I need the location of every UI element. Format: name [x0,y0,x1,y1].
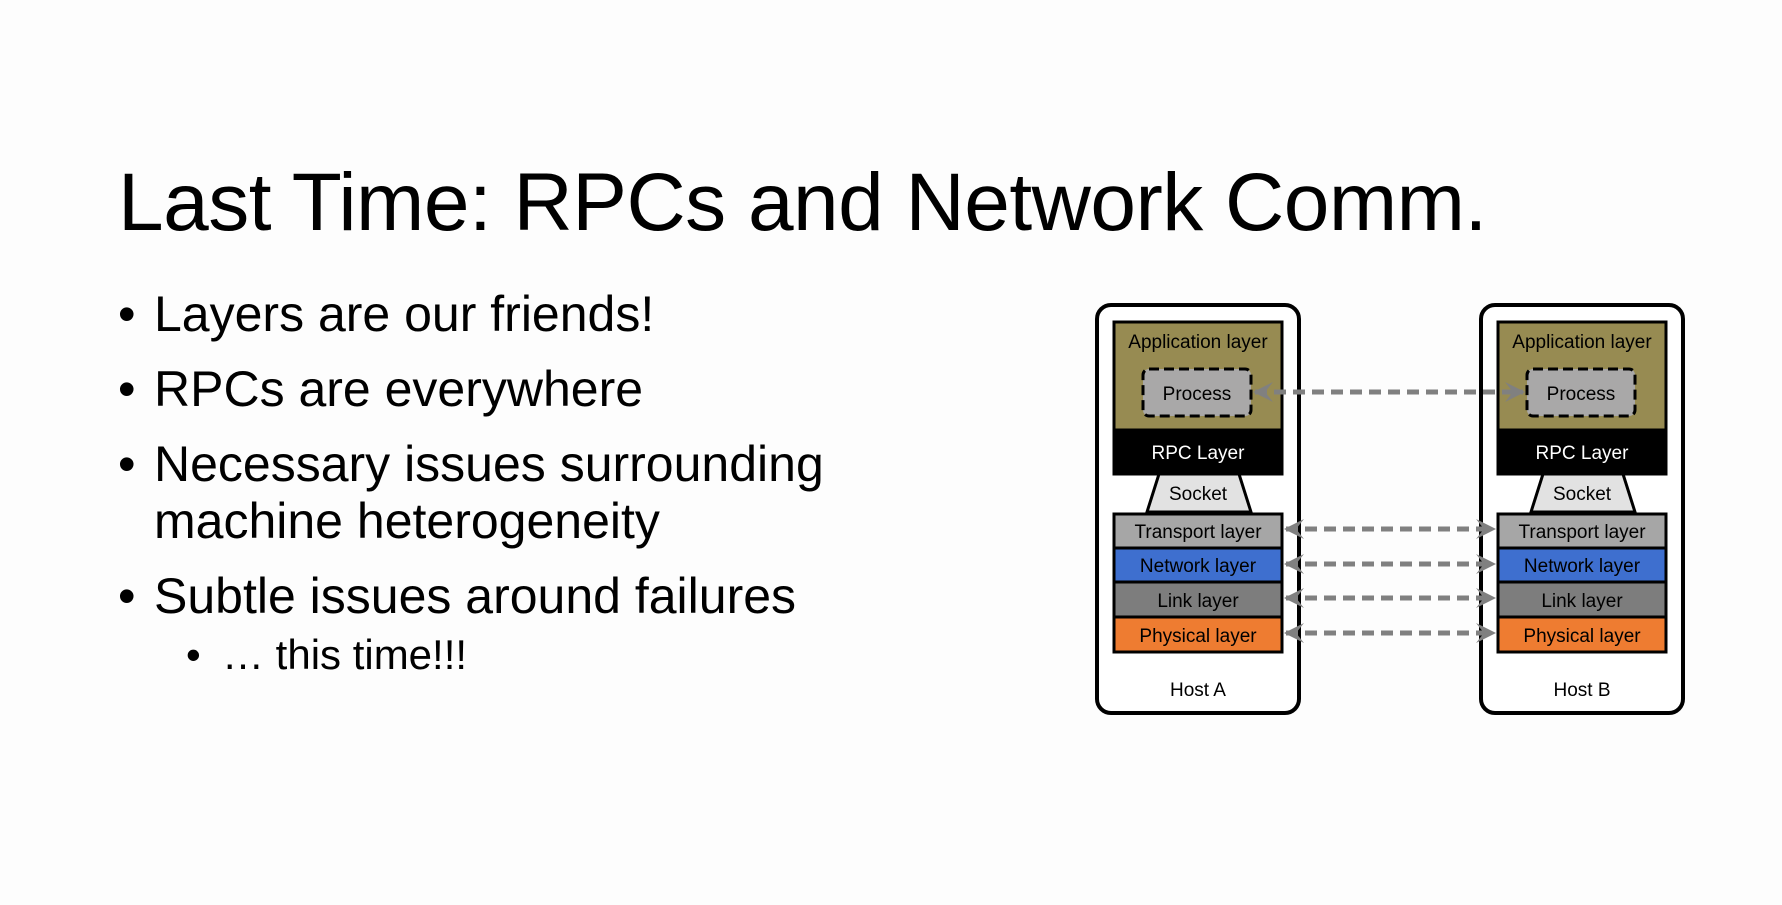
host-a-process [1141,367,1253,418]
host-a-application-label: Application layer [1128,332,1268,353]
bullet-item: • Layers are our friends! [118,286,938,343]
bullet-glyph: • [118,568,136,624]
bullet-glyph: • [118,361,136,417]
host-a-rpc-layer [1112,428,1284,476]
bullet-glyph: • [118,286,136,342]
host-a-name: Host A [1170,680,1226,701]
host-b-network-label: Network layer [1524,556,1641,577]
host-a-process-label: Process [1163,384,1232,405]
bullet-item: • RPCs are everywhere [118,361,938,418]
host-b-rpc-label: RPC Layer [1536,443,1630,464]
host-b-transport-layer [1496,512,1668,550]
sub-bullet-text: … this time!!! [222,631,468,678]
host-b-process [1525,367,1637,418]
host-b-link-label: Link layer [1541,591,1623,612]
bullet-text: Layers are our friends! [154,286,655,342]
host-a-physical-label: Physical layer [1139,626,1257,647]
host-a: Application layer Process RPC Layer Sock… [1095,303,1301,715]
host-b-rpc-layer [1496,428,1668,476]
host-b-application-label: Application layer [1512,332,1652,353]
host-a-physical-layer [1112,615,1284,654]
bullet-item: • Subtle issues around failures [118,568,938,625]
sub-bullet-item: • … this time!!! [186,631,938,679]
host-b-physical-layer [1496,615,1668,654]
bullet-text: Necessary issues surrounding machine het… [154,436,824,549]
bullet-list: • Layers are our friends! • RPCs are eve… [118,286,938,679]
host-b-transport-label: Transport layer [1518,522,1646,543]
host-a-link-label: Link layer [1157,591,1239,612]
host-a-transport-layer [1112,512,1284,550]
bullet-text: Subtle issues around failures [154,568,797,624]
bullet-glyph: • [118,436,136,492]
host-b-link-layer [1496,580,1668,619]
host-a-rpc-label: RPC Layer [1152,443,1246,464]
bullet-text: RPCs are everywhere [154,361,644,417]
peer-arrows [1253,382,1525,643]
host-b-socket-label: Socket [1553,484,1612,505]
host-b-name: Host B [1553,680,1610,701]
host-a-socket-label: Socket [1169,484,1228,505]
host-b-physical-label: Physical layer [1523,626,1641,647]
host-a-network-label: Network layer [1140,556,1257,577]
host-a-network-layer [1112,546,1284,584]
slide-title: Last Time: RPCs and Network Comm. [118,157,1487,248]
bullet-glyph: • [186,631,201,678]
bullet-item: • Necessary issues surrounding machine h… [118,436,938,550]
host-b: Application layer Process RPC Layer Sock… [1479,303,1685,715]
host-a-transport-label: Transport layer [1134,522,1262,543]
host-b-socket [1528,472,1638,514]
host-a-socket [1144,472,1254,514]
host-b-process-label: Process [1547,384,1616,405]
